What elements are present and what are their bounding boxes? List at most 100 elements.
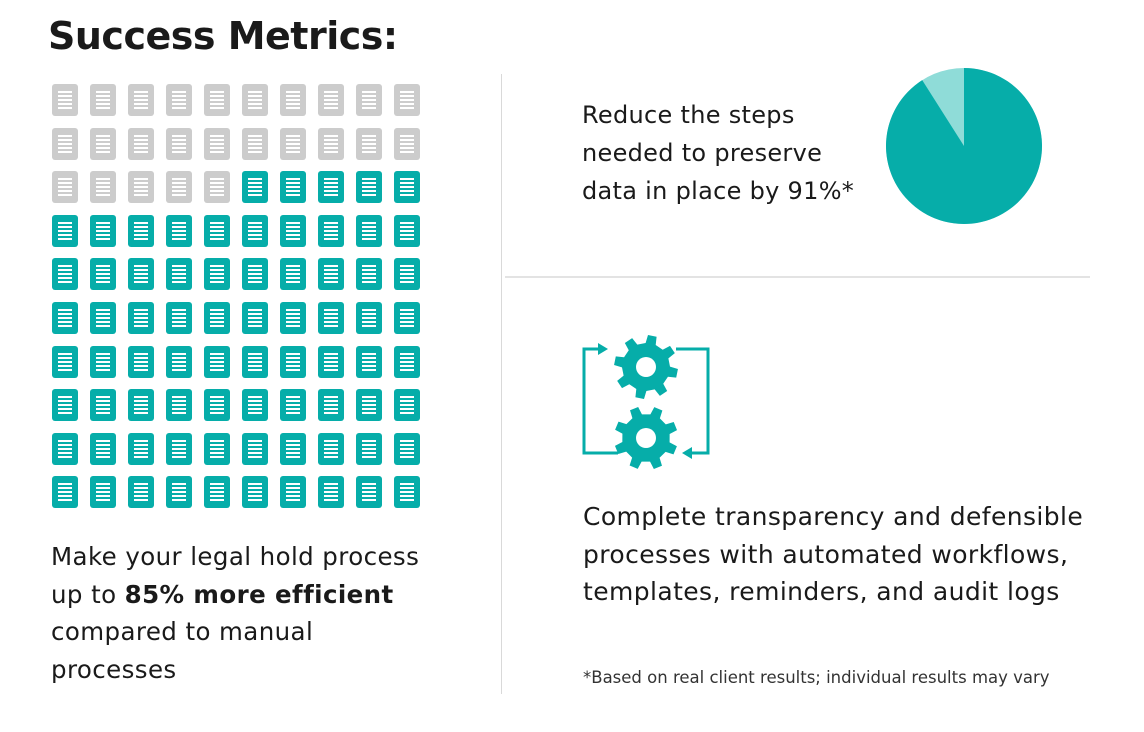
document-icon xyxy=(204,345,230,378)
document-icon xyxy=(52,389,78,422)
document-icon-grid xyxy=(52,84,424,510)
document-icon xyxy=(128,389,154,422)
document-icon xyxy=(90,84,116,116)
document-icon xyxy=(204,84,230,116)
document-icon xyxy=(356,171,382,204)
document-icon xyxy=(394,127,420,160)
gear-bottom-icon xyxy=(614,406,678,470)
document-icon xyxy=(280,258,306,291)
document-icon xyxy=(280,127,306,160)
document-icon xyxy=(280,171,306,204)
footnote: *Based on real client results; individua… xyxy=(583,668,1050,687)
document-icon xyxy=(128,84,154,116)
arrow-head-bottom-icon xyxy=(682,447,692,459)
cycle-arrows-icon xyxy=(582,347,710,455)
gears-cycle-icon xyxy=(582,335,710,470)
document-icon xyxy=(242,214,268,247)
document-icon xyxy=(90,171,116,204)
document-icon xyxy=(394,214,420,247)
document-icon xyxy=(166,214,192,247)
document-icon xyxy=(356,302,382,334)
document-icon xyxy=(166,389,192,422)
page-title: Success Metrics: xyxy=(48,14,398,58)
document-icon xyxy=(204,258,230,291)
document-icon xyxy=(52,127,78,160)
document-icon xyxy=(280,432,306,465)
document-icon xyxy=(356,432,382,465)
document-icon xyxy=(52,84,78,116)
document-icon xyxy=(318,84,344,116)
document-icon xyxy=(52,476,78,509)
efficiency-text: Make your legal hold process up to 85% m… xyxy=(51,538,431,688)
document-icon xyxy=(356,258,382,291)
document-icon xyxy=(90,127,116,160)
document-icon xyxy=(280,389,306,422)
document-icon xyxy=(242,171,268,204)
document-icon xyxy=(242,345,268,378)
document-icon xyxy=(318,258,344,291)
document-icon xyxy=(318,476,344,509)
document-icon xyxy=(394,258,420,291)
document-icon xyxy=(356,476,382,509)
document-icon xyxy=(318,389,344,422)
document-icon xyxy=(90,389,116,422)
document-icon xyxy=(166,302,192,334)
document-icon xyxy=(280,302,306,334)
document-icon xyxy=(204,476,230,509)
document-icon xyxy=(204,389,230,422)
document-icon xyxy=(90,258,116,291)
document-icon xyxy=(166,127,192,160)
document-icon xyxy=(128,171,154,204)
document-icon xyxy=(242,389,268,422)
transparency-text: Complete transparency and defensible pro… xyxy=(583,502,1084,606)
document-icon xyxy=(204,127,230,160)
document-icon xyxy=(394,84,420,116)
document-icon xyxy=(242,302,268,334)
efficiency-text-before: Make your legal hold process up to xyxy=(51,542,420,609)
horizontal-divider xyxy=(505,276,1090,278)
document-icon xyxy=(356,214,382,247)
document-icon xyxy=(128,258,154,291)
document-icon xyxy=(242,84,268,116)
document-icon xyxy=(128,214,154,247)
document-icon xyxy=(128,345,154,378)
document-icon xyxy=(52,214,78,247)
efficiency-highlight: 85% more efficient xyxy=(124,579,394,609)
pie-chart xyxy=(886,68,1043,225)
document-icon xyxy=(128,127,154,160)
document-icon xyxy=(166,258,192,291)
document-icon xyxy=(356,127,382,160)
efficiency-text-after: compared to manual processes xyxy=(51,617,314,684)
document-icon xyxy=(204,214,230,247)
document-icon xyxy=(242,432,268,465)
vertical-divider xyxy=(501,74,502,694)
document-icon xyxy=(90,476,116,509)
document-icon xyxy=(90,432,116,465)
document-icon xyxy=(90,214,116,247)
document-icon xyxy=(90,345,116,378)
document-icon xyxy=(318,432,344,465)
document-icon xyxy=(318,171,344,204)
document-icon xyxy=(280,345,306,378)
document-icon xyxy=(394,302,420,334)
document-icon xyxy=(318,345,344,378)
document-icon xyxy=(318,127,344,160)
document-icon xyxy=(356,389,382,422)
document-icon xyxy=(280,214,306,247)
document-icon xyxy=(242,258,268,291)
document-icon xyxy=(52,302,78,334)
document-icon xyxy=(90,302,116,334)
document-icon xyxy=(128,302,154,334)
document-icon xyxy=(318,214,344,247)
document-icon xyxy=(128,476,154,509)
document-icon xyxy=(166,84,192,116)
document-icon xyxy=(52,171,78,204)
document-icon xyxy=(242,476,268,509)
document-icon xyxy=(280,476,306,509)
document-icon xyxy=(394,345,420,378)
document-icon xyxy=(356,84,382,116)
document-icon xyxy=(128,432,154,465)
document-icon xyxy=(394,171,420,204)
document-icon xyxy=(318,302,344,334)
document-icon xyxy=(394,432,420,465)
